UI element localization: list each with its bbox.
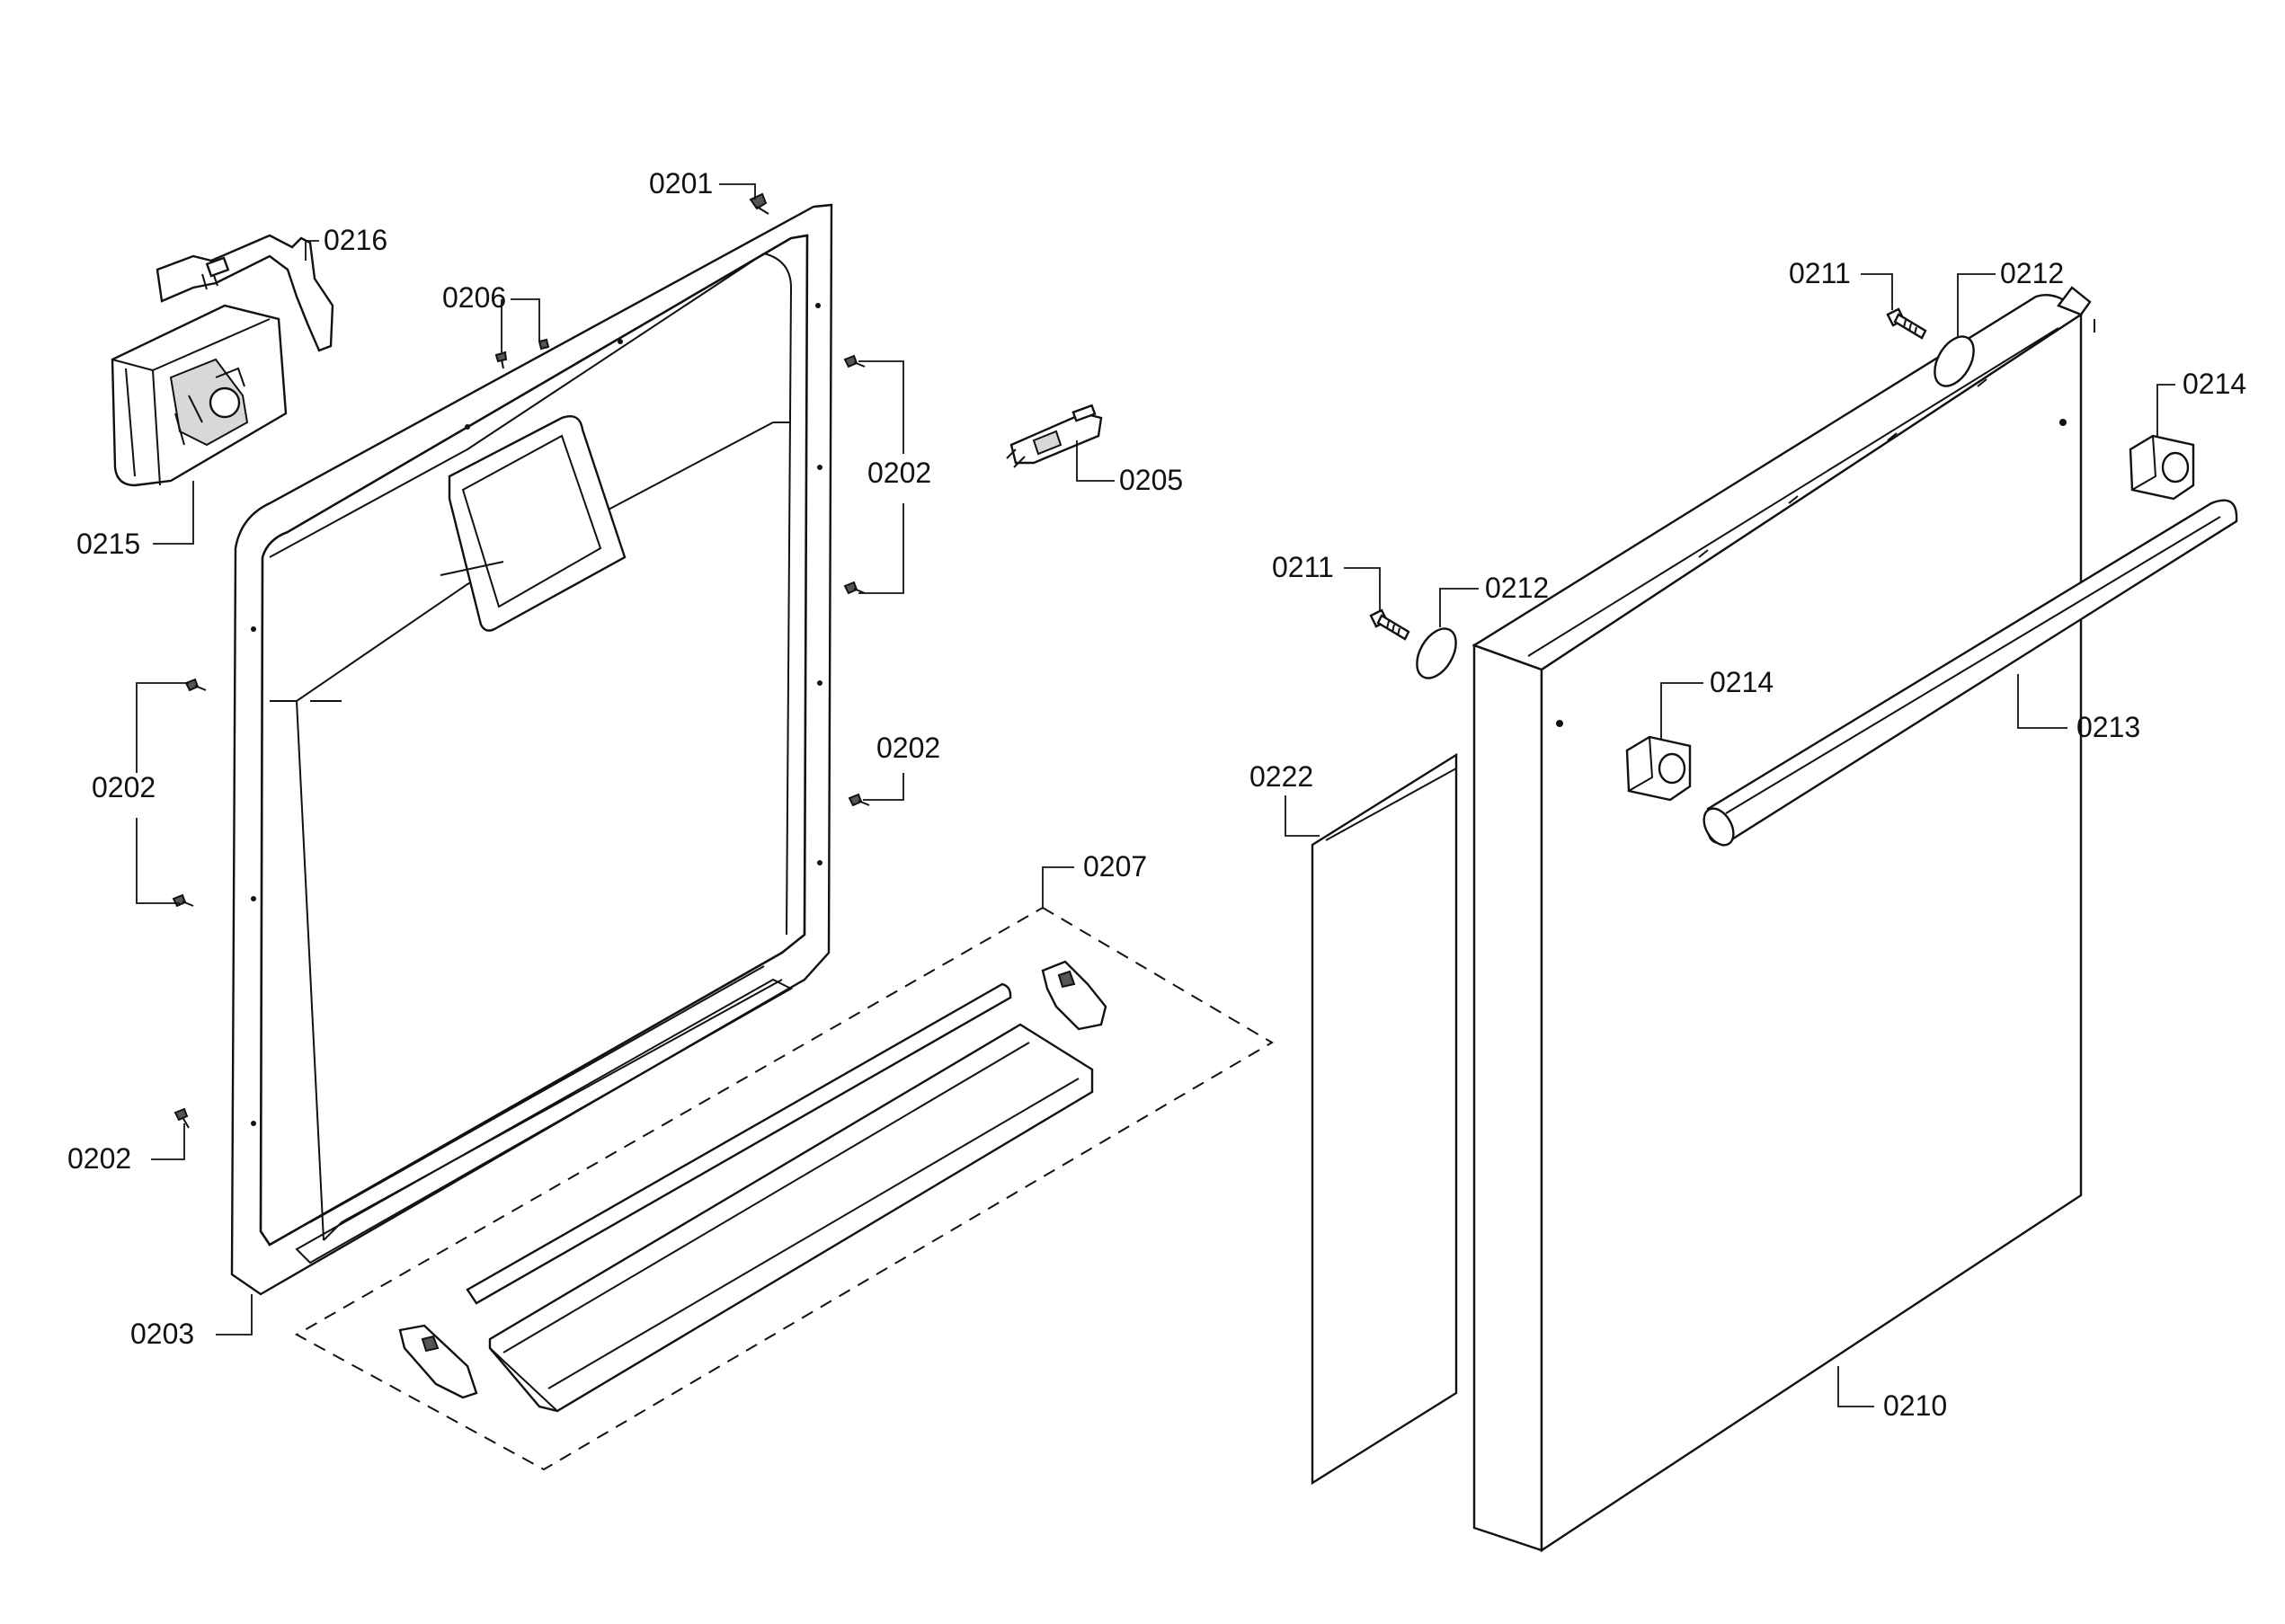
part-0216-hook bbox=[156, 234, 334, 352]
part-0205-striker bbox=[1006, 404, 1103, 468]
label-0212-top: 0212 bbox=[2000, 257, 2064, 289]
label-0211-top: 0211 bbox=[1789, 257, 1851, 289]
label-0216: 0216 bbox=[324, 224, 387, 256]
label-0202-right-top: 0202 bbox=[867, 457, 931, 489]
part-0214-end-caps bbox=[1625, 434, 2195, 802]
outer-door-panel bbox=[1471, 286, 2095, 1553]
label-0215: 0215 bbox=[76, 528, 140, 560]
label-0202-left: 0202 bbox=[92, 771, 156, 803]
label-0212-mid: 0212 bbox=[1485, 572, 1549, 604]
label-0207: 0207 bbox=[1083, 850, 1147, 883]
label-0213: 0213 bbox=[2076, 711, 2140, 743]
label-0214-top: 0214 bbox=[2183, 368, 2246, 400]
label-0205: 0205 bbox=[1119, 464, 1183, 496]
part-0207-hinge-kit bbox=[294, 906, 1274, 1471]
label-0202-bottom: 0202 bbox=[67, 1142, 131, 1175]
label-0201: 0201 bbox=[649, 167, 713, 200]
parts-0211-0212-fasteners bbox=[1369, 307, 1975, 679]
part-0222-panel bbox=[1311, 752, 1458, 1486]
part-0215-door-latch bbox=[111, 304, 288, 487]
part-0213-handle bbox=[1703, 499, 2238, 847]
label-0202-right-mid: 0202 bbox=[876, 732, 940, 764]
part-labels: 0201 0216 0206 0202 0205 0215 0202 0202 … bbox=[67, 167, 2246, 1422]
inner-door-liner bbox=[230, 203, 833, 1296]
label-0222: 0222 bbox=[1249, 760, 1313, 793]
leader-lines bbox=[136, 183, 2175, 1407]
label-0203: 0203 bbox=[130, 1318, 194, 1350]
label-0206: 0206 bbox=[442, 281, 506, 314]
label-0210: 0210 bbox=[1883, 1389, 1947, 1422]
label-0214-mid: 0214 bbox=[1710, 666, 1774, 698]
label-0211-mid: 0211 bbox=[1272, 551, 1334, 583]
screws bbox=[172, 192, 870, 1129]
